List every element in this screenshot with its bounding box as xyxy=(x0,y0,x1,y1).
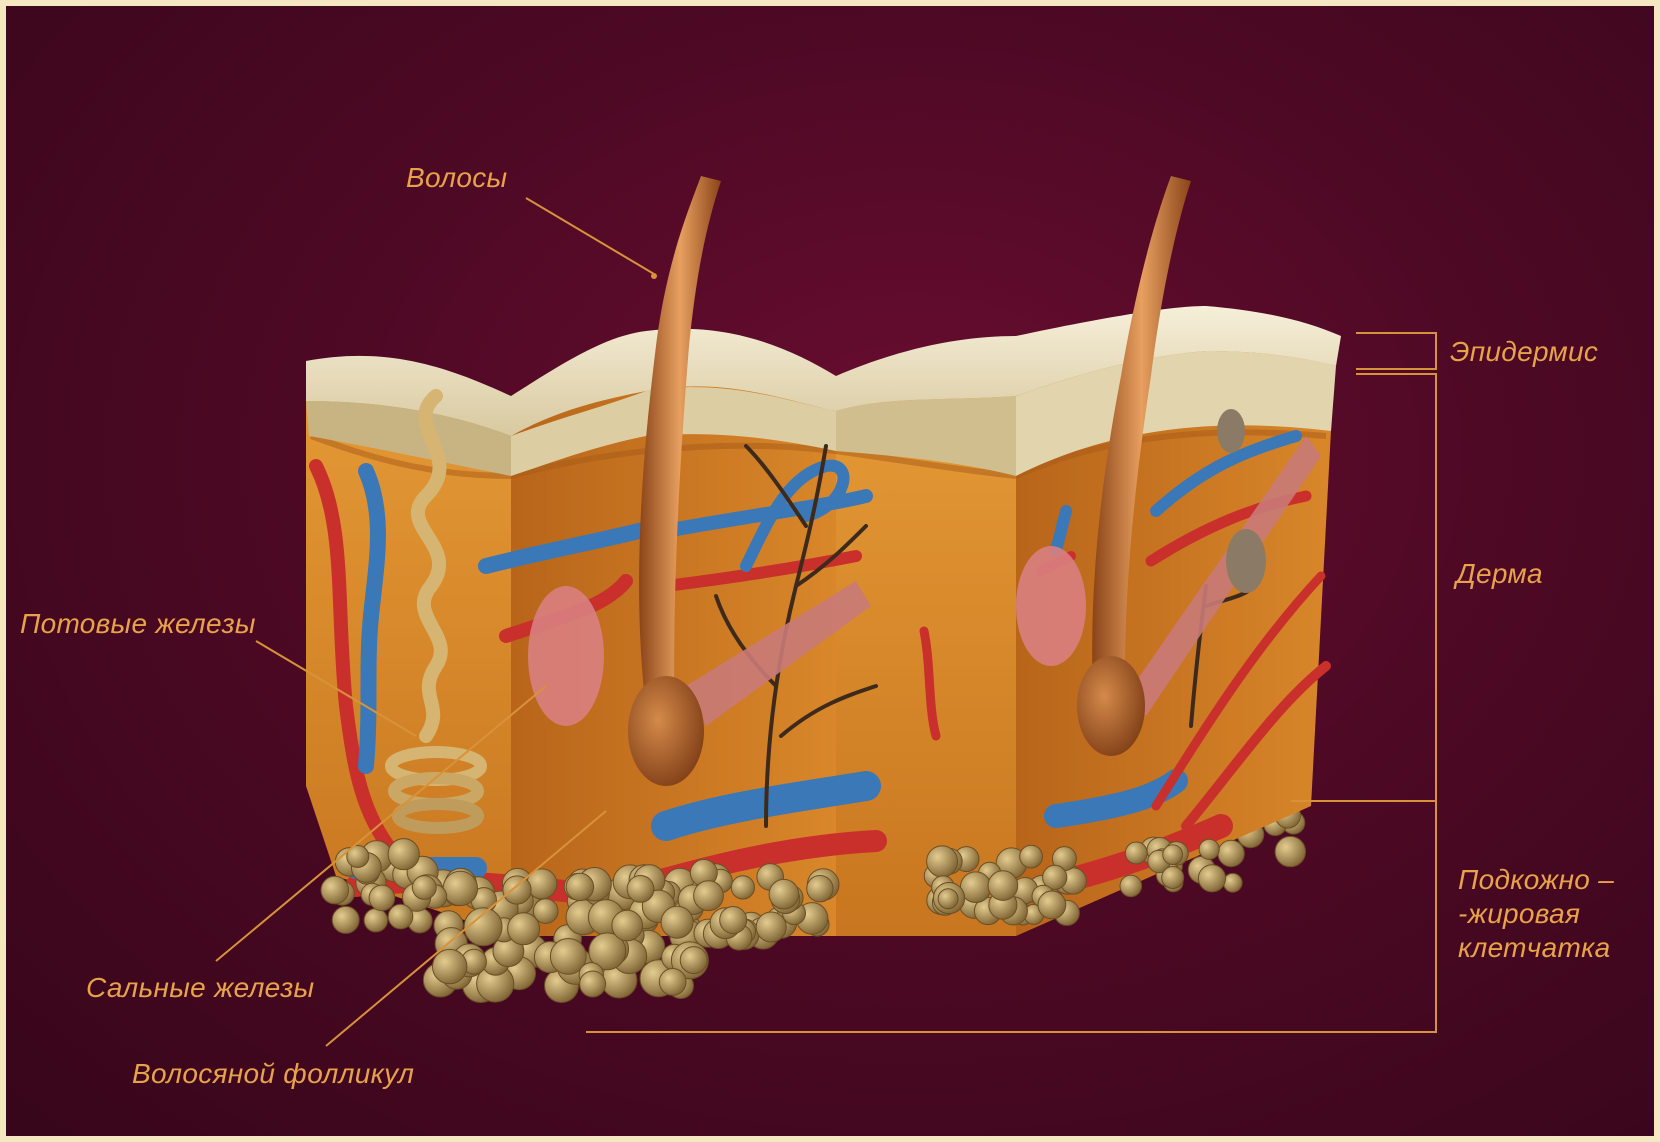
fat-lobule xyxy=(659,969,686,996)
fat-lobule xyxy=(627,876,654,903)
sebaceous-gland xyxy=(528,586,604,726)
label-subcutaneous-fat: Подкожно – -жировая клетчатка xyxy=(1458,864,1614,964)
label-sweat-glands: Потовые железы xyxy=(20,608,256,640)
label-sebaceous-glands: Сальные железы xyxy=(86,972,314,1004)
fat-lobule xyxy=(938,889,958,909)
fat-lobule xyxy=(503,876,531,904)
fat-lobule xyxy=(661,906,693,938)
fat-lobule xyxy=(508,913,540,945)
fat-lobule xyxy=(1120,875,1142,897)
fat-lobule xyxy=(694,881,724,911)
leader-line-hair xyxy=(526,198,654,274)
label-subcutaneous-line1: Подкожно – xyxy=(1458,864,1614,896)
label-hair: Волосы xyxy=(406,162,507,194)
fat-lobule xyxy=(388,839,419,870)
label-hair-follicle: Волосяной фолликул xyxy=(132,1058,414,1090)
label-subcutaneous-line2: -жировая xyxy=(1458,898,1614,930)
fat-lobule xyxy=(756,912,786,942)
fat-lobule xyxy=(433,949,467,983)
fat-lobule xyxy=(1199,839,1219,859)
fat-lobule xyxy=(988,871,1018,901)
fat-lobule xyxy=(612,910,643,941)
label-epidermis: Эпидермис xyxy=(1450,336,1598,368)
fat-lobule xyxy=(580,971,606,997)
fat-lobule xyxy=(680,947,707,974)
fat-lobule xyxy=(412,876,436,900)
fat-lobule xyxy=(443,871,477,905)
fat-lobule xyxy=(321,876,349,904)
label-dermis: Дерма xyxy=(1456,558,1543,590)
fat-lobule xyxy=(720,907,747,934)
fat-lobule xyxy=(731,876,754,899)
gland-duct xyxy=(1217,409,1245,453)
fat-lobule xyxy=(369,885,395,911)
fat-lobule xyxy=(1218,840,1244,866)
fat-lobule xyxy=(1223,873,1242,892)
fat-lobule xyxy=(1162,867,1184,889)
fat-lobule xyxy=(1275,836,1305,866)
fat-lobule xyxy=(1038,891,1066,919)
diagram-frame: Волосы Эпидермис Дерма Потовые железы Са… xyxy=(6,6,1654,1136)
gland-duct xyxy=(1226,529,1266,593)
fat-lobule xyxy=(927,846,958,877)
fat-lobule xyxy=(388,904,413,929)
skin-cross-section-illustration xyxy=(6,6,1654,1136)
fat-lobule xyxy=(566,873,593,900)
fat-lobule xyxy=(364,909,387,932)
fat-lobule xyxy=(1198,865,1225,892)
fat-lobule xyxy=(1163,845,1183,865)
hair-bulb xyxy=(628,676,704,786)
bracket-epidermis xyxy=(1356,333,1436,369)
fat-lobule xyxy=(1125,842,1147,864)
sebaceous-gland xyxy=(1016,546,1086,666)
fat-lobule xyxy=(1020,845,1043,868)
fat-lobule xyxy=(807,876,833,902)
fat-lobule xyxy=(769,879,799,909)
fat-lobule xyxy=(332,906,359,933)
hair-bulb xyxy=(1077,656,1145,756)
label-subcutaneous-line3: клетчатка xyxy=(1458,932,1614,964)
